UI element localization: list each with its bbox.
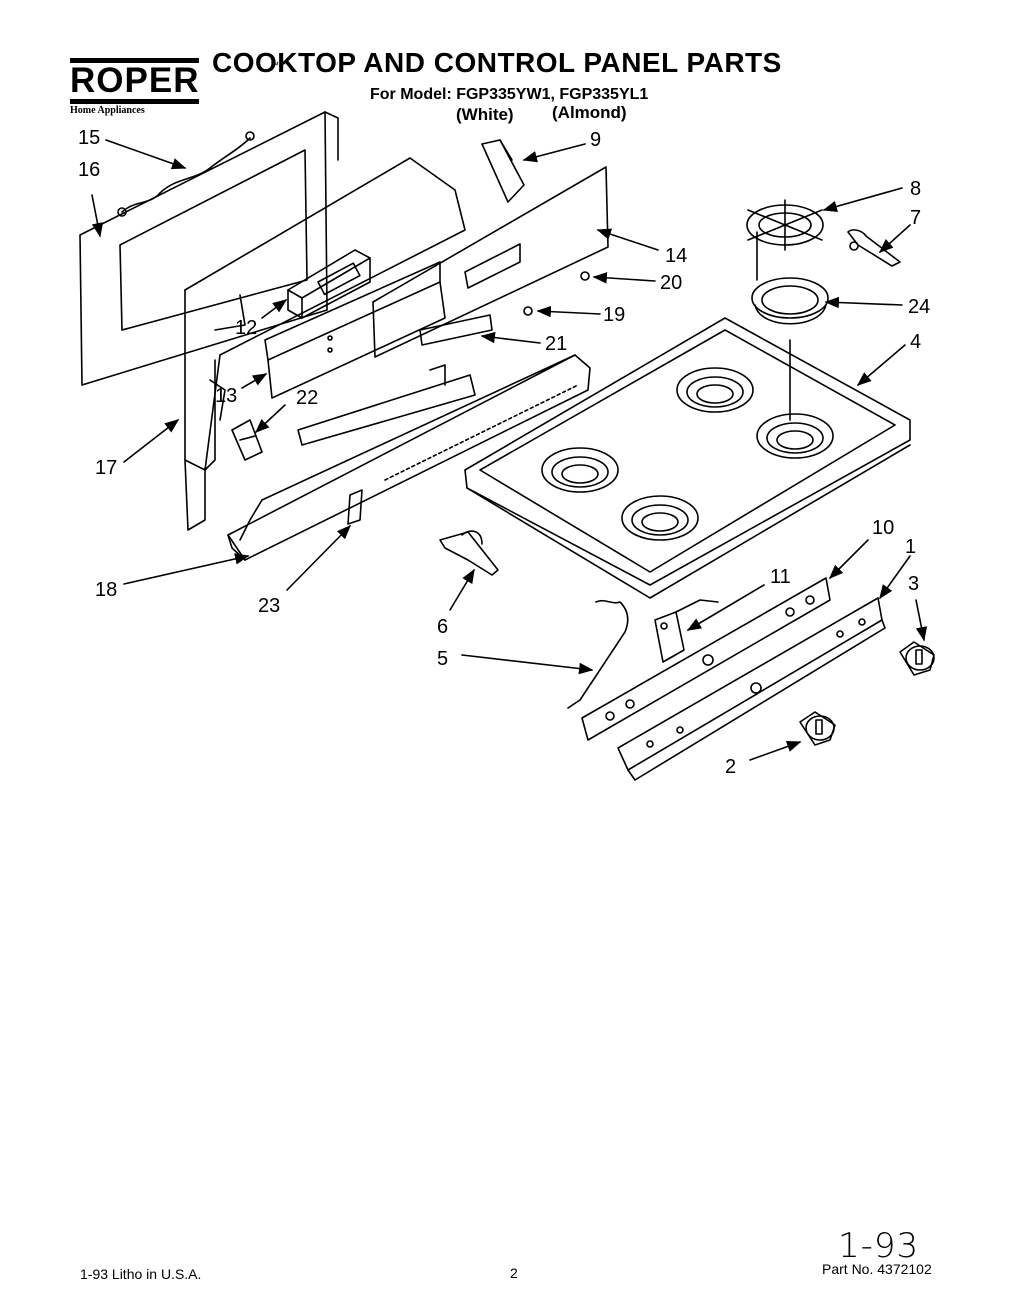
part-4-cooktop — [464, 317, 911, 599]
leader-19 — [536, 305, 601, 318]
callout-24: 24 — [908, 296, 930, 318]
leader-arrows — [91, 139, 928, 761]
part-9-clip — [481, 139, 525, 203]
callout-8: 8 — [910, 178, 921, 200]
leader-24 — [824, 296, 903, 309]
part-6-hinge-clip — [439, 530, 499, 576]
part-3-knob — [899, 641, 935, 676]
model-line: For Model: FGP335YW1, FGP335YL1 — [370, 86, 649, 103]
page-number: 2 — [510, 1265, 518, 1281]
part-5-wire — [567, 599, 629, 709]
logo-subtitle: Home Appliances — [70, 105, 145, 116]
callout-23: 23 — [258, 595, 280, 617]
callout-10: 10 — [872, 517, 894, 539]
part-24-drip-bowl — [751, 277, 829, 325]
leader-12 — [261, 299, 288, 319]
leader-6 — [449, 568, 475, 611]
lower-trim — [297, 374, 476, 446]
part-number: Part No. 4372102 — [822, 1261, 932, 1277]
callout-18: 18 — [95, 579, 117, 601]
footer-print-info: 1-93 Litho in U.S.A. — [80, 1266, 202, 1282]
part-12-module — [287, 249, 371, 319]
part-20-screw — [464, 243, 590, 289]
leader-21 — [480, 331, 541, 344]
leader-3 — [915, 599, 928, 642]
callout-4: 4 — [910, 331, 921, 353]
leader-20 — [592, 272, 656, 284]
part-10-manifold-bar — [581, 577, 831, 741]
leader-17 — [123, 419, 180, 463]
leader-14 — [596, 228, 659, 251]
leader-11 — [686, 584, 765, 631]
leader-7 — [878, 224, 911, 253]
callout-1: 1 — [905, 536, 916, 558]
leader-10 — [828, 539, 869, 580]
part-22-latch — [231, 419, 263, 461]
callout-7: 7 — [910, 207, 921, 229]
part-21-strip — [419, 314, 493, 386]
leader-13 — [241, 373, 268, 389]
part-14-panel-face — [372, 166, 609, 358]
callout-21: 21 — [545, 333, 567, 355]
callout-2: 2 — [725, 756, 736, 778]
burner-front-left-icon — [541, 447, 619, 493]
leader-1 — [879, 555, 911, 600]
callout-9: 9 — [590, 129, 601, 151]
part-1-front-panel — [617, 597, 886, 781]
logo-wordmark: ROPER — [70, 58, 200, 104]
part-17-backguard — [184, 157, 466, 531]
page-title: COOKTOP AND CONTROL PANEL PARTS — [212, 47, 782, 78]
trademark-mark: ™ — [270, 60, 279, 70]
callout-3: 3 — [908, 573, 919, 595]
leader-18 — [123, 553, 250, 585]
leader-8 — [822, 187, 903, 213]
part-13-bracket — [264, 261, 446, 399]
callout-16: 16 — [78, 159, 100, 181]
part-16-top-panel — [79, 111, 339, 386]
leader-2 — [749, 740, 802, 761]
callout-12: 12 — [235, 317, 257, 339]
leader-22 — [254, 404, 286, 433]
leader-15 — [105, 139, 187, 170]
part-2-knob — [799, 711, 836, 746]
callout-13: 13 — [215, 385, 237, 407]
roper-logo: ROPER ™ Home Appliances — [70, 58, 279, 116]
color-white-label: (White) — [456, 105, 514, 124]
callout-19: 19 — [603, 304, 625, 326]
handwritten-date: 1-93 — [838, 1226, 920, 1266]
leader-4 — [856, 344, 906, 386]
burner-rear-left-icon — [676, 367, 754, 413]
burner-rear-right-icon — [756, 413, 834, 459]
callout-5: 5 — [437, 648, 448, 670]
part-15-wire — [117, 131, 255, 217]
callout-14: 14 — [665, 245, 687, 267]
leader-5 — [461, 654, 594, 675]
leader-16 — [91, 194, 104, 238]
callout-20: 20 — [660, 272, 682, 294]
color-almond-label: (Almond) — [552, 103, 627, 122]
leader-23 — [286, 524, 352, 591]
leader-9 — [522, 143, 586, 163]
part-7-igniter — [847, 229, 901, 267]
callout-6: 6 — [437, 616, 448, 638]
callout-15: 15 — [78, 127, 100, 149]
burner-front-right-icon — [621, 495, 699, 541]
callout-11: 11 — [770, 566, 791, 588]
callout-17: 17 — [95, 457, 117, 479]
part-11-switch — [654, 599, 719, 663]
part-19-screw — [523, 306, 533, 316]
callout-22: 22 — [296, 387, 318, 409]
part-8-burner-grate — [746, 199, 824, 251]
